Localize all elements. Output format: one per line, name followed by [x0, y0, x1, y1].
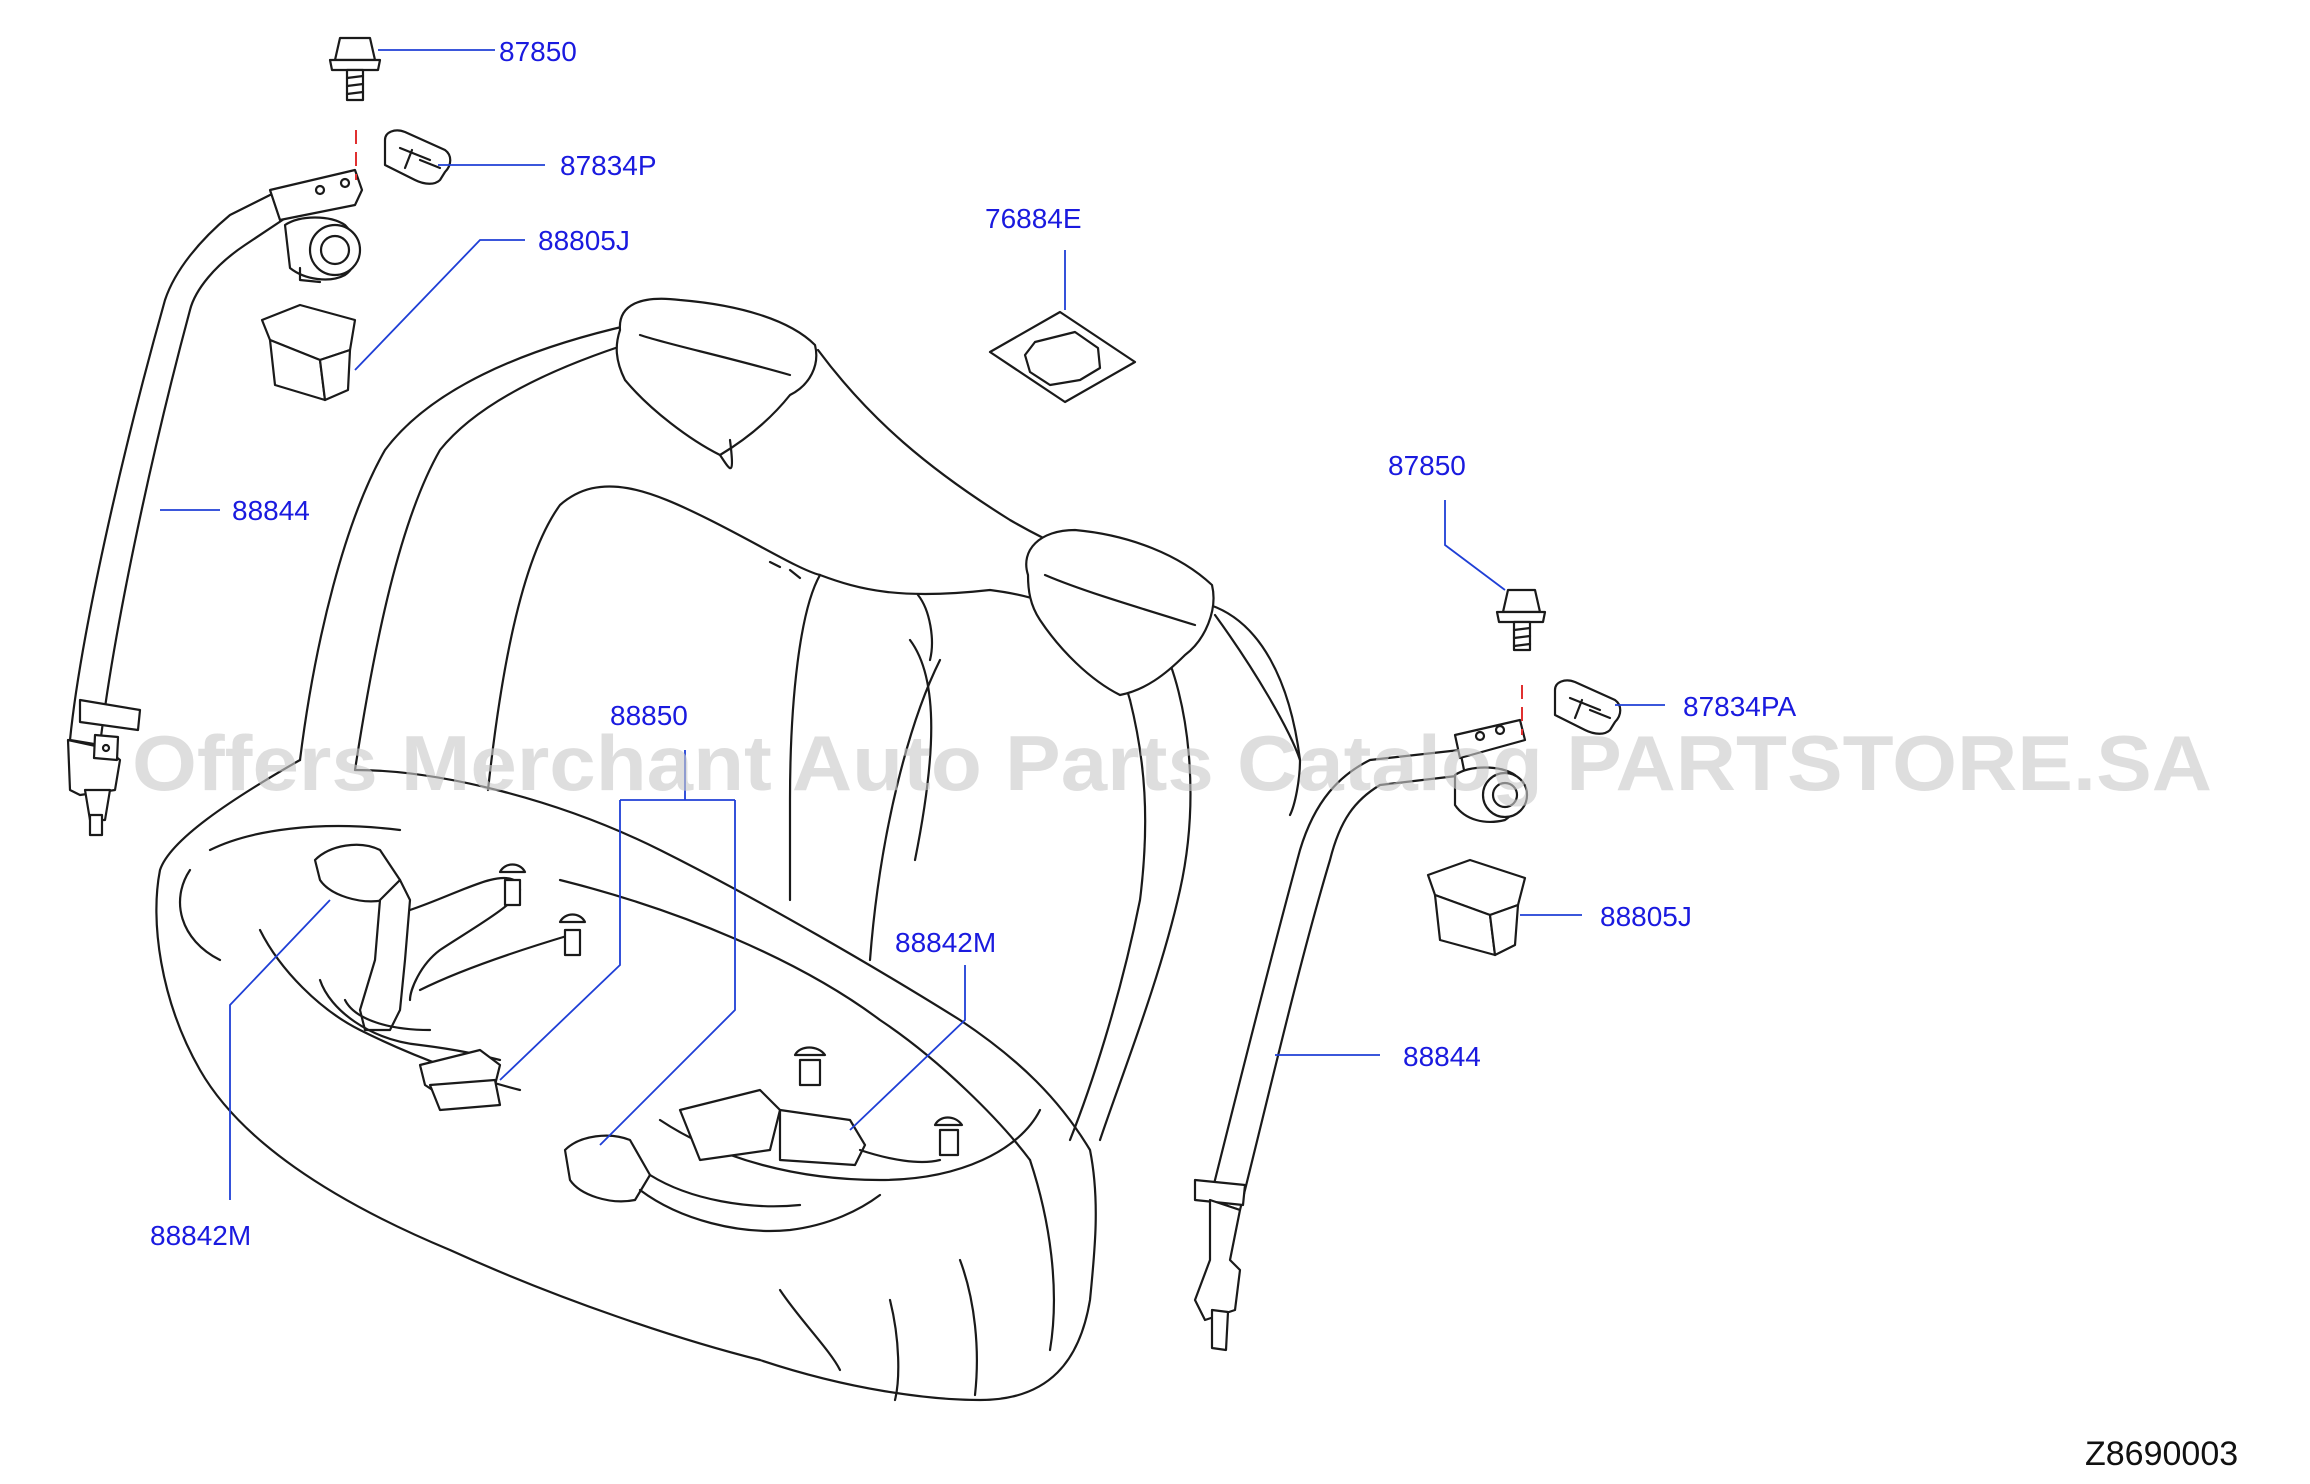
insulator-pad — [988, 310, 1137, 404]
watermark: Offers Merchant Auto Parts Catalog PARTS… — [132, 719, 2212, 807]
left-buckle-strap — [408, 863, 587, 1002]
callout-88844-right[interactable]: 88844 — [1403, 1041, 1481, 1072]
center-buckle — [563, 1046, 964, 1233]
diagram-code: Z8690003 — [2085, 1435, 2238, 1473]
callout-88844-left[interactable]: 88844 — [232, 495, 310, 526]
callout-88805j-left[interactable]: 88805J — [538, 225, 630, 256]
right-escutcheon — [1426, 858, 1527, 957]
callout-87834pa[interactable]: 87834PA — [1683, 691, 1796, 722]
rear-seat-assembly — [155, 297, 1302, 1402]
left-buckle — [313, 843, 502, 1112]
right-seat-belt — [1193, 718, 1529, 1352]
callout-76884e[interactable]: 76884E — [985, 203, 1082, 234]
callout-87850-right[interactable]: 87850 — [1388, 450, 1466, 481]
left-escutcheon — [260, 303, 357, 402]
callout-labels: 87850 87834P 88805J 88844 76884E 87850 8… — [150, 36, 1796, 1251]
callout-87834p[interactable]: 87834P — [560, 150, 657, 181]
callout-88805j-right[interactable]: 88805J — [1600, 901, 1692, 932]
callout-87850-left[interactable]: 87850 — [499, 36, 577, 67]
leader-lines — [160, 49, 1665, 1200]
callout-88842m-left[interactable]: 88842M — [150, 1220, 251, 1251]
callout-88850[interactable]: 88850 — [610, 700, 688, 731]
left-seat-belt — [66, 168, 364, 837]
callout-88842m-center[interactable]: 88842M — [895, 927, 996, 958]
left-anchor-bolt — [328, 36, 382, 180]
right-cover — [1553, 679, 1622, 735]
left-cover — [383, 129, 452, 185]
right-anchor-bolt — [1495, 588, 1547, 735]
